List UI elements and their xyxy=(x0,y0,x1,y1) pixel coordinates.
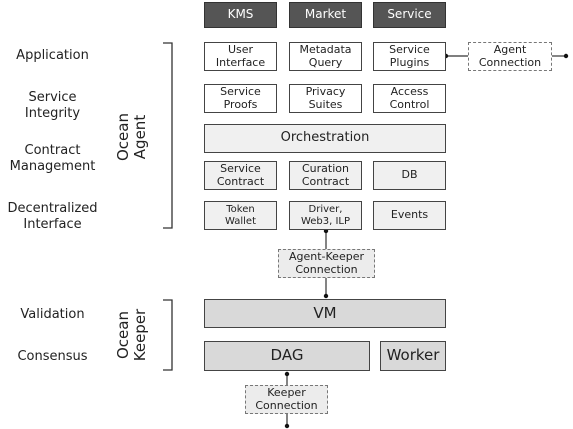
layer-contract-management: Contract Management xyxy=(9,143,96,174)
tab-kms[interactable]: KMS xyxy=(204,2,277,28)
events-box[interactable]: Events xyxy=(373,201,446,230)
user-interface-box[interactable]: User Interface xyxy=(204,42,277,71)
db-box[interactable]: DB xyxy=(373,161,446,190)
vm-box[interactable]: VM xyxy=(204,299,446,328)
layer-validation: Validation xyxy=(20,307,85,322)
keeper-connection-box[interactable]: Keeper Connection xyxy=(245,385,328,414)
tab-market[interactable]: Market xyxy=(289,2,362,28)
orchestration-box[interactable]: Orchestration xyxy=(204,124,446,153)
group-ocean-keeper: Ocean Keeper xyxy=(114,308,149,362)
curation-contract-box[interactable]: Curation Contract xyxy=(289,161,362,190)
agent-keeper-connection-box[interactable]: Agent-Keeper Connection xyxy=(278,249,375,278)
worker-box[interactable]: Worker xyxy=(380,341,446,371)
agent-connection-box[interactable]: Agent Connection xyxy=(468,42,552,71)
privacy-suites-box[interactable]: Privacy Suites xyxy=(289,84,362,113)
layer-service-integrity: Service Integrity xyxy=(24,90,81,121)
layer-decentralized-interface: Decentralized Interface xyxy=(7,201,98,232)
driver-web3-ilp-box[interactable]: Driver, Web3, ILP xyxy=(289,201,362,230)
group-ocean-agent: Ocean Agent xyxy=(114,113,149,161)
metadata-query-box[interactable]: Metadata Query xyxy=(289,42,362,71)
service-proofs-box[interactable]: Service Proofs xyxy=(204,84,277,113)
tab-service[interactable]: Service xyxy=(373,2,446,28)
access-control-box[interactable]: Access Control xyxy=(373,84,446,113)
dag-box[interactable]: DAG xyxy=(204,341,370,371)
service-plugins-box[interactable]: Service Plugins xyxy=(373,42,446,71)
layer-consensus: Consensus xyxy=(17,349,88,364)
token-wallet-box[interactable]: Token Wallet xyxy=(204,201,277,230)
layer-application: Application xyxy=(16,48,89,63)
service-contract-box[interactable]: Service Contract xyxy=(204,161,277,190)
